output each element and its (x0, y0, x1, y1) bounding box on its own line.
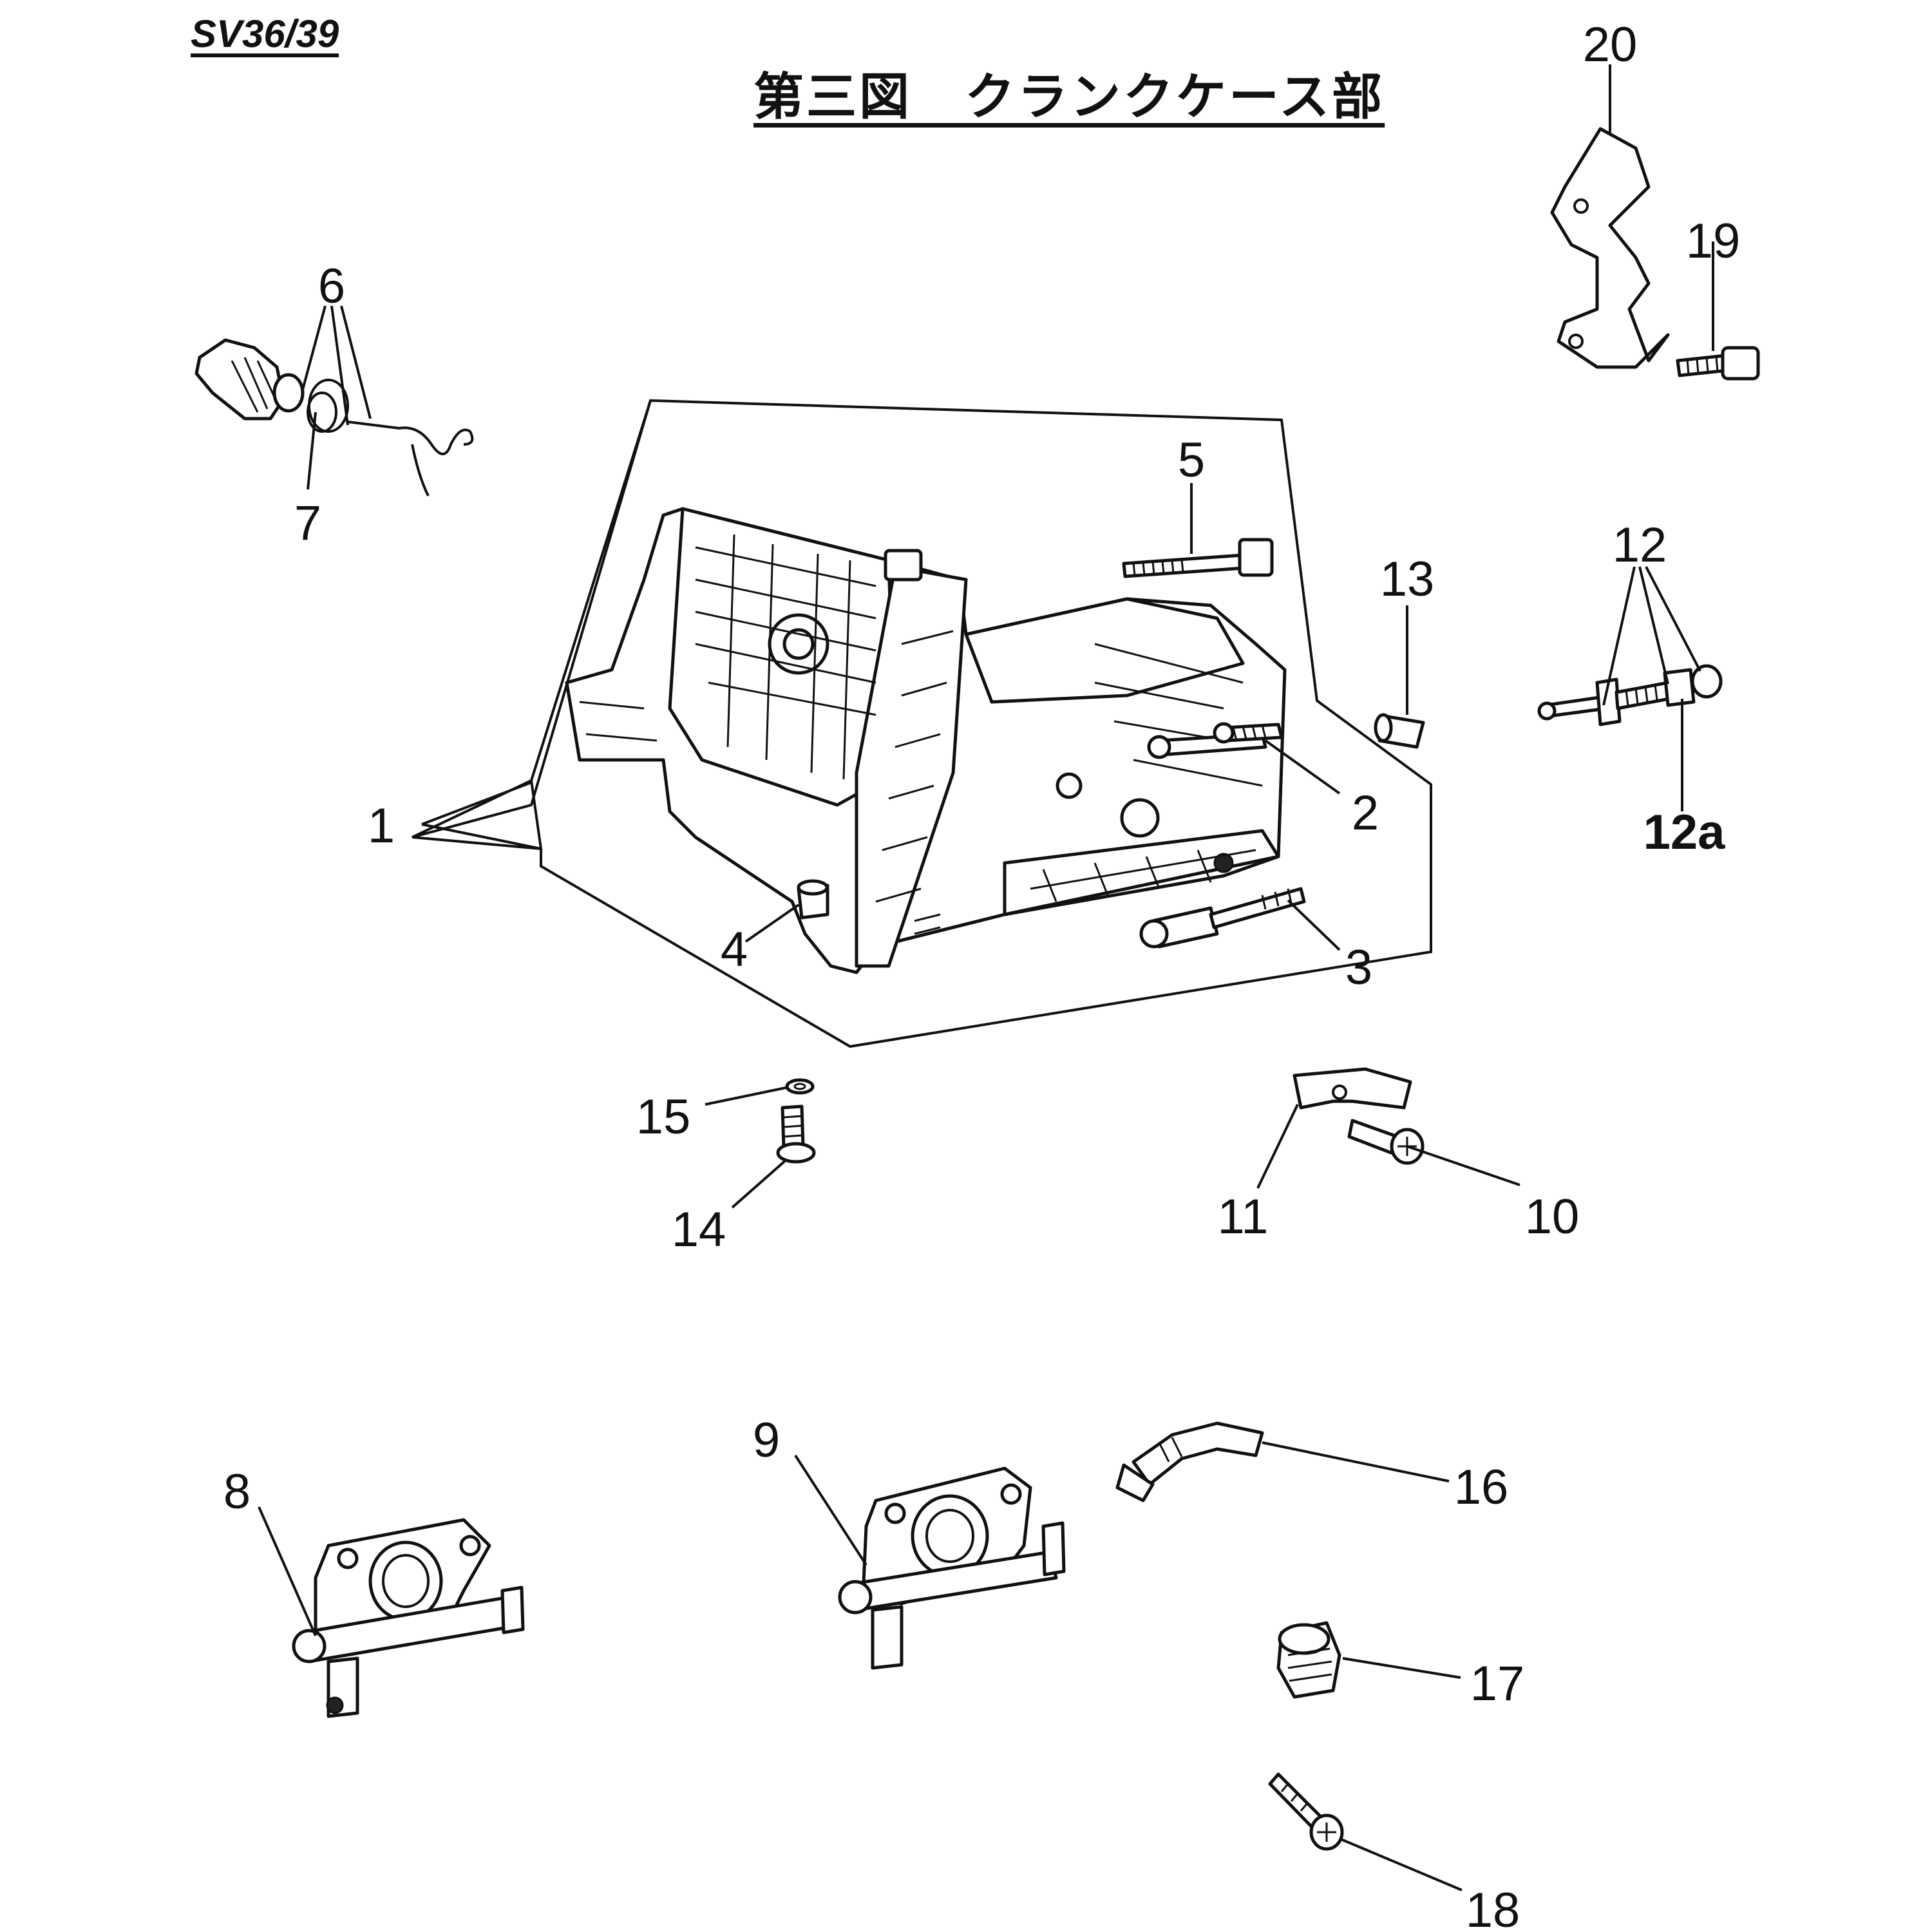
callout-19: 19 (1686, 214, 1741, 269)
adjuster-screw-part (1537, 664, 1723, 726)
oil-hose-part (1115, 1421, 1264, 1502)
callout-15: 15 (636, 1090, 691, 1144)
callout-1: 1 (368, 799, 395, 853)
callout-10: 10 (1525, 1189, 1580, 1244)
tensioner-bolt-part (1139, 887, 1306, 949)
worm-gear-part (194, 338, 305, 421)
callout-17: 17 (1470, 1656, 1525, 1711)
callout-3: 3 (1345, 940, 1372, 995)
page-title: 第三図 クランクケース部 (753, 68, 1385, 125)
washer-part (785, 1078, 815, 1095)
screw-part-18 (1268, 1772, 1344, 1851)
long-screw-part (1122, 538, 1274, 578)
oil-cap-part (1276, 1621, 1341, 1699)
spring-ring-part (307, 379, 349, 433)
chain-catcher-part (1293, 1067, 1412, 1110)
bumper-spike-part (1550, 127, 1670, 369)
assembly-outline-left (530, 400, 652, 781)
callout-20: 20 (1583, 17, 1638, 72)
crankcase-part (565, 507, 1287, 974)
assembly-outline-bottom-left (412, 836, 542, 850)
callout-11: 11 (1218, 1189, 1269, 1244)
bolt-part (776, 1104, 816, 1164)
plug-part (797, 879, 829, 920)
callout-12: 12 (1613, 518, 1667, 573)
callout-7: 7 (294, 496, 321, 551)
callout-6: 6 (318, 259, 345, 314)
callout-5: 5 (1178, 433, 1205, 488)
callout-13: 13 (1380, 552, 1435, 607)
callout-4: 4 (721, 922, 748, 977)
callout-2: 2 (1352, 786, 1379, 840)
model-label: SV36/39 (191, 12, 339, 55)
callout-9: 9 (753, 1413, 780, 1468)
catcher-screw-part (1347, 1119, 1425, 1165)
callout-14: 14 (672, 1202, 726, 1257)
callout-8: 8 (223, 1464, 251, 1519)
wire-clip-part (347, 421, 474, 497)
oil-pump-part-9 (838, 1466, 1066, 1670)
callout-16: 16 (1454, 1460, 1509, 1515)
pin-part (1374, 713, 1425, 749)
bolt-part-19 (1676, 346, 1760, 381)
oil-pump-part-8 (292, 1518, 525, 1718)
stud-bolts-part (1147, 722, 1283, 759)
leader-lines (258, 64, 1714, 1891)
assembly-outline (412, 399, 1432, 1048)
callout-18: 18 (1466, 1883, 1520, 1932)
callout-12a: 12a (1643, 805, 1726, 860)
callout-labels: 1 2 3 4 5 6 7 8 9 10 11 12 12a 13 14 15 … (223, 17, 1740, 1932)
